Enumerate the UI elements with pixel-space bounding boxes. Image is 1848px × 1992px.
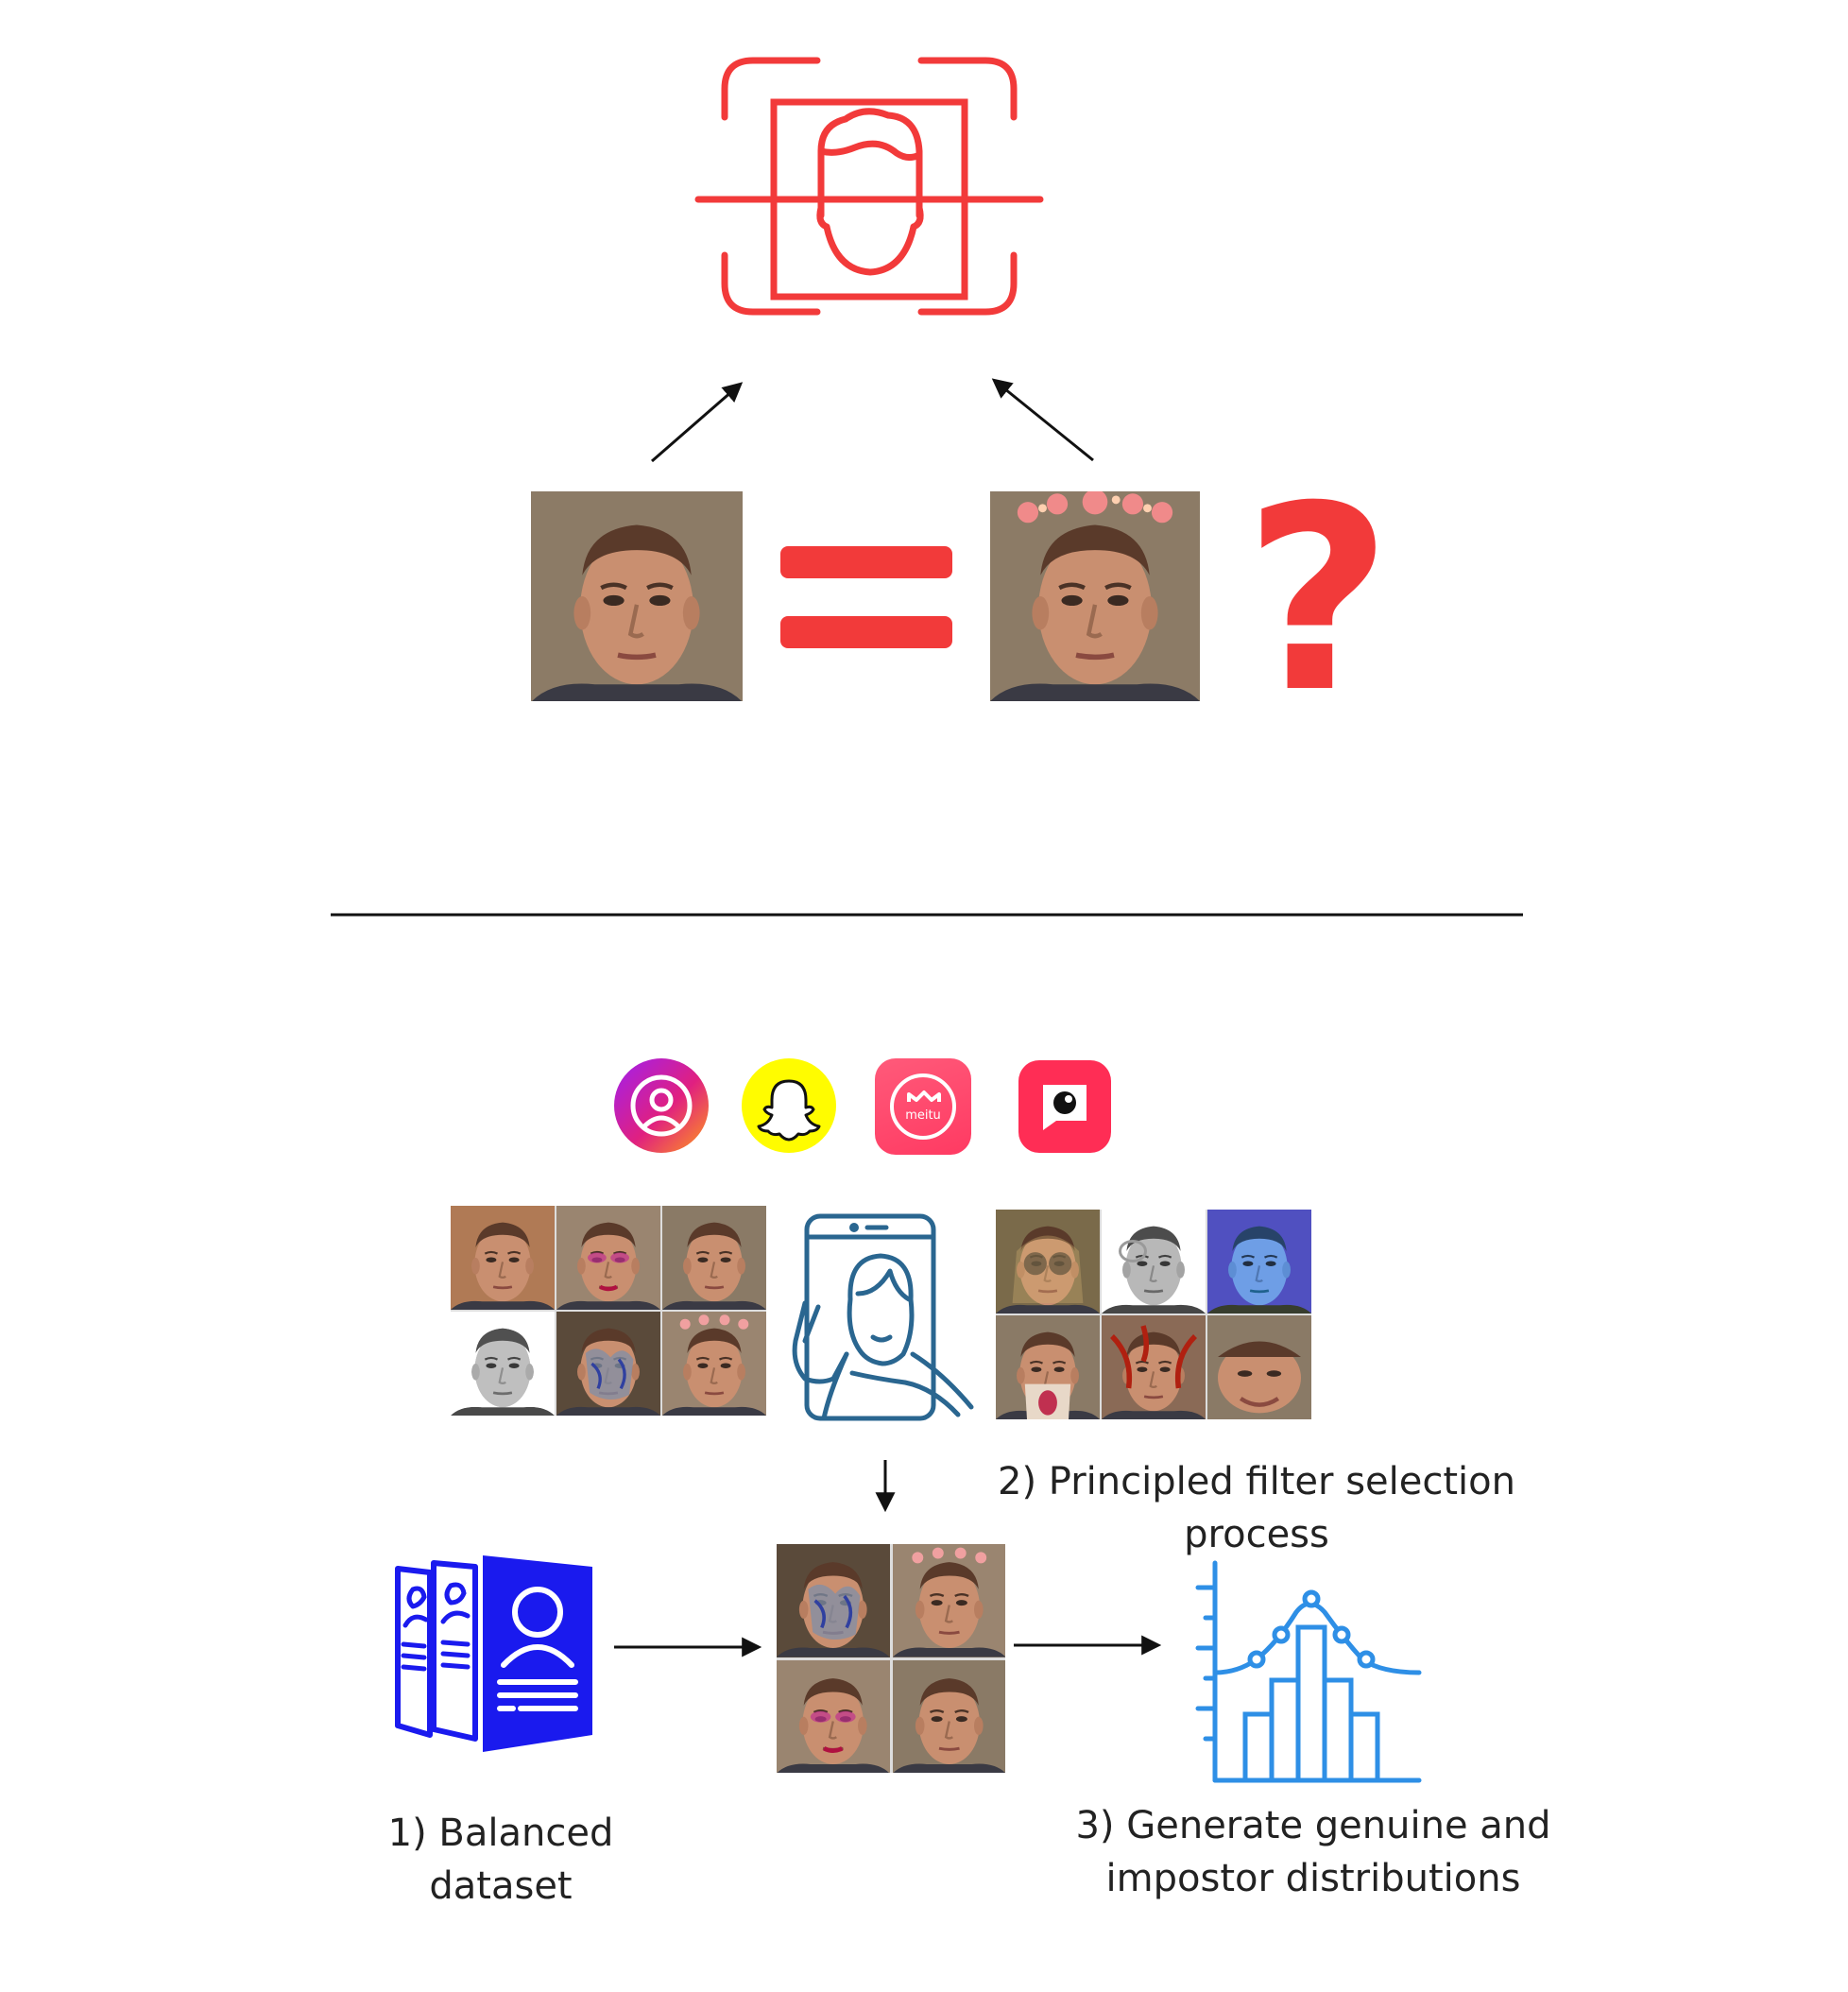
- id-cards-icon: [395, 1555, 592, 1752]
- step1-line2: dataset: [429, 1864, 573, 1908]
- step2-line1: 2) Principled filter selection: [998, 1460, 1515, 1503]
- distribution-chart-icon: [1195, 1560, 1422, 1783]
- right-face-grid: [996, 1210, 1311, 1419]
- original-face-photo: [531, 491, 743, 701]
- arrow-right-up: [991, 378, 1094, 462]
- snapchat-ghost-icon: [742, 1058, 836, 1153]
- phone-selfie-icon: [792, 1213, 974, 1421]
- step1-label: 1) Balanced dataset: [359, 1807, 642, 1913]
- step3-label: 3) Generate genuine and impostor distrib…: [1049, 1799, 1578, 1905]
- face-scan-icon: [694, 57, 1044, 316]
- arrow-left-up: [651, 382, 744, 463]
- meitu-text: meitu: [905, 1108, 941, 1123]
- question-mark: ?: [1243, 451, 1393, 748]
- filtered-face-photo: [990, 491, 1200, 701]
- picsart-app-icon: [1018, 1060, 1111, 1153]
- equals-sign: [780, 546, 952, 578]
- step3-line2: impostor distributions: [1105, 1857, 1521, 1900]
- step2-line2: process: [1184, 1513, 1329, 1556]
- step3-line1: 3) Generate genuine and: [1075, 1804, 1551, 1847]
- center-face-grid: [777, 1544, 1005, 1773]
- step1-line1: 1) Balanced: [387, 1812, 614, 1855]
- instagram-profile-icon: [614, 1058, 709, 1153]
- step2-label: 2) Principled filter selection process: [983, 1455, 1531, 1561]
- meitu-app-icon: meitu: [875, 1058, 971, 1155]
- left-face-grid: [451, 1206, 766, 1416]
- equals-sign-lower: [780, 616, 952, 648]
